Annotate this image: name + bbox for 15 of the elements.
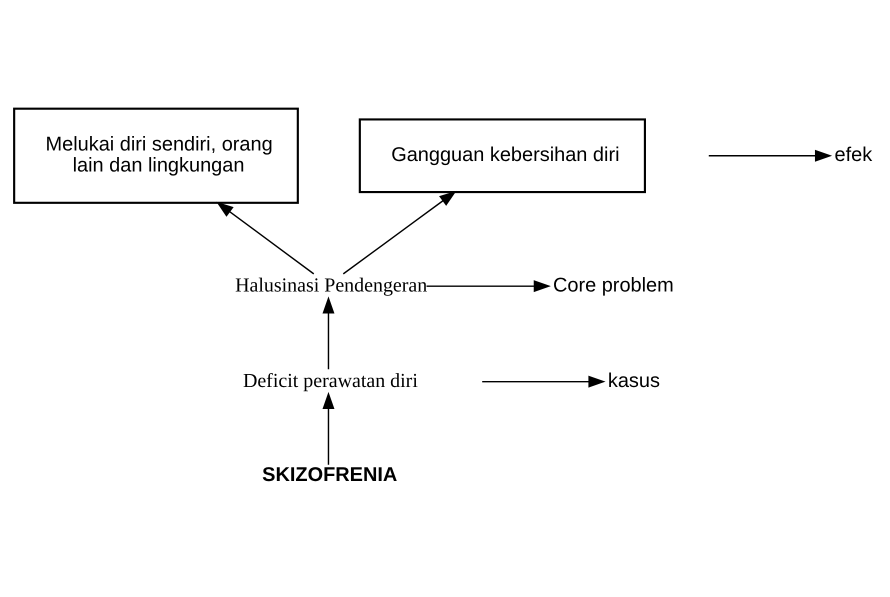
arrow xyxy=(708,149,832,162)
arrow xyxy=(482,375,606,388)
node-box: Gangguan kebersihan diri xyxy=(358,118,646,193)
node-text: kasus xyxy=(608,369,660,392)
arrow xyxy=(216,201,314,274)
node-text: efek xyxy=(834,144,872,166)
arrow xyxy=(342,190,456,274)
arrow xyxy=(322,296,334,369)
node-text: Deficit perawatan diri xyxy=(242,369,418,392)
arrow xyxy=(426,280,551,292)
node-text: SKIZOFRENIA xyxy=(262,464,398,486)
arrow xyxy=(322,391,334,464)
node-text: Core problem xyxy=(552,274,674,296)
node-box: Melukai diri sendiri, orang lain dan lingkungan xyxy=(13,107,299,204)
node-text: Halusinasi Pendengeran xyxy=(235,274,428,296)
